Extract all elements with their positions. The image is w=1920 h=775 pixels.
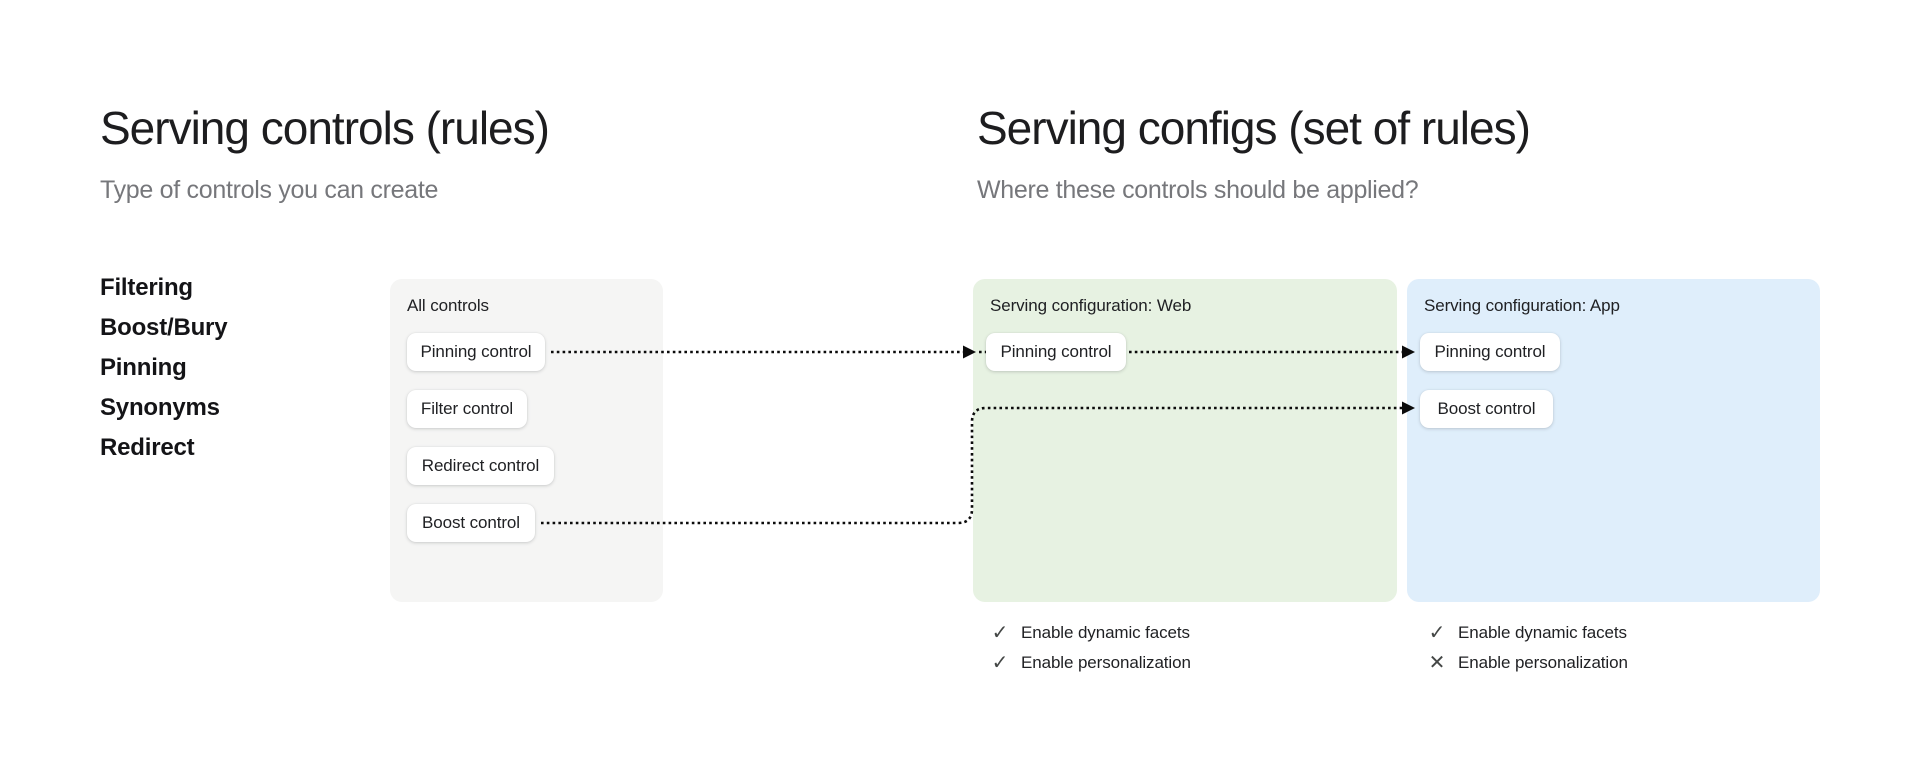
app-settings-list: ✓ Enable dynamic facets ✕ Enable persona…: [1427, 618, 1628, 678]
control-type-pinning: Pinning: [100, 354, 187, 381]
left-section-header: Serving controls (rules) Type of control…: [100, 100, 550, 204]
cross-icon: ✕: [1428, 652, 1446, 674]
app-setting-dynamic-facets: ✓ Enable dynamic facets: [1427, 618, 1628, 648]
app-config-card: Serving configuration: App: [1407, 279, 1820, 602]
web-config-card-title: Serving configuration: Web: [990, 296, 1192, 315]
control-type-redirect: Redirect: [100, 434, 195, 461]
web-config-card: Serving configuration: Web: [973, 279, 1397, 602]
pill-redirect-control-all: Redirect control: [407, 447, 554, 485]
all-controls-card: All controls: [390, 279, 663, 602]
app-setting-personalization: ✕ Enable personalization: [1427, 648, 1628, 678]
web-setting-personalization: ✓ Enable personalization: [990, 648, 1191, 678]
check-icon: ✓: [991, 652, 1009, 674]
setting-label: Enable personalization: [1458, 653, 1628, 672]
app-config-card-title: Serving configuration: App: [1424, 296, 1620, 315]
control-type-filtering: Filtering: [100, 274, 193, 301]
pill-boost-control-app: Boost control: [1420, 390, 1553, 428]
web-settings-list: ✓ Enable dynamic facets ✓ Enable persona…: [990, 618, 1191, 678]
setting-label: Enable dynamic facets: [1021, 623, 1190, 642]
right-section-title: Serving configs (set of rules): [977, 102, 1531, 154]
pill-pinning-control-web: Pinning control: [986, 333, 1126, 371]
pill-pinning-control-all: Pinning control: [407, 333, 545, 371]
check-icon: ✓: [1428, 622, 1446, 644]
pill-boost-control-all: Boost control: [407, 504, 535, 542]
control-type-boost-bury: Boost/Bury: [100, 314, 228, 341]
all-controls-card-title: All controls: [407, 296, 489, 315]
control-type-list: Filtering Boost/Bury Pinning Synonyms Re…: [100, 268, 228, 468]
check-icon: ✓: [991, 622, 1009, 644]
web-setting-dynamic-facets: ✓ Enable dynamic facets: [990, 618, 1191, 648]
pill-filter-control-all: Filter control: [407, 390, 527, 428]
right-section-header: Serving configs (set of rules) Where the…: [977, 100, 1531, 204]
control-type-synonyms: Synonyms: [100, 394, 220, 421]
pill-pinning-control-app: Pinning control: [1420, 333, 1560, 371]
setting-label: Enable dynamic facets: [1458, 623, 1627, 642]
right-section-subtitle: Where these controls should be applied?: [977, 176, 1419, 204]
left-section-title: Serving controls (rules): [100, 102, 550, 154]
setting-label: Enable personalization: [1021, 653, 1191, 672]
left-section-subtitle: Type of controls you can create: [100, 176, 439, 204]
